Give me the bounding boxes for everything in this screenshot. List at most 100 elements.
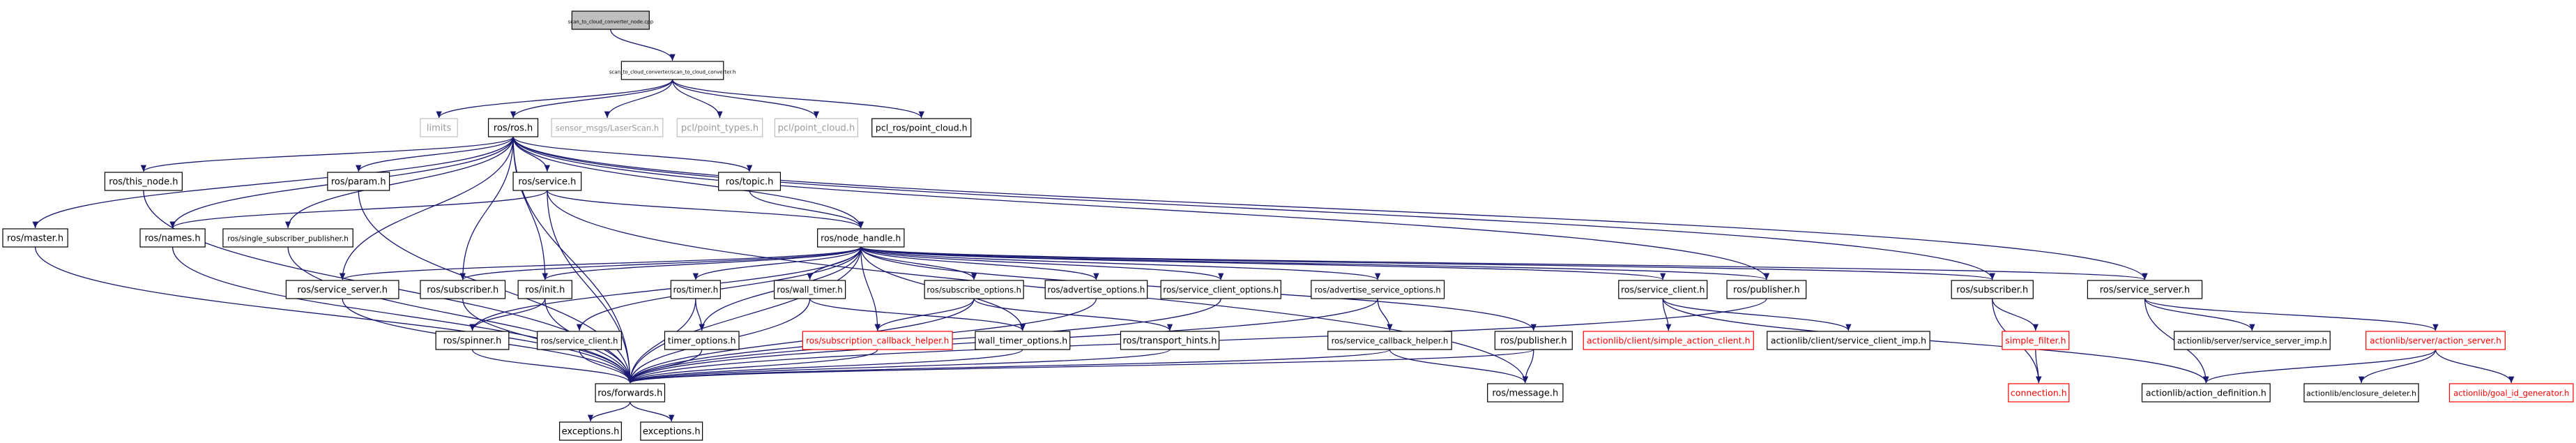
- node-param[interactable]: ros/param.h: [327, 172, 390, 191]
- node-forwards[interactable]: ros/forwards.h: [595, 383, 666, 403]
- node-pclcloud: pcl/point_cloud.h: [774, 118, 858, 137]
- node-label-forwards: ros/forwards.h: [597, 389, 662, 399]
- node-alenclosure[interactable]: actionlib/enclosure_deleter.h: [2303, 383, 2419, 403]
- node-alactiondef[interactable]: actionlib/action_definition.h: [2141, 383, 2271, 403]
- node-master[interactable]: ros/master.h: [2, 228, 68, 248]
- node-box-publisher: [1726, 280, 1807, 299]
- edge-rosh-to-ssp: [284, 136, 514, 229]
- node-subopts[interactable]: ros/subscribe_options.h: [924, 280, 1024, 299]
- node-label-spinner: ros/spinner.h: [443, 336, 502, 347]
- node-pcltypes: pcl/point_types.h: [676, 118, 763, 137]
- node-ssp[interactable]: ros/single_subscriber_publisher.h: [222, 228, 353, 248]
- node-rosh[interactable]: ros/ros.h: [487, 118, 539, 137]
- node-pclros[interactable]: pcl_ros/point_cloud.h: [871, 118, 972, 137]
- node-exc2[interactable]: exceptions.h: [640, 421, 703, 441]
- node-nh[interactable]: ros/node_handle.h: [817, 228, 905, 248]
- node-exc1[interactable]: exceptions.h: [559, 421, 622, 441]
- edge-alactionserver-to-alactiondef: [2203, 349, 2437, 384]
- node-message[interactable]: ros/message.h: [1487, 383, 1564, 403]
- edge-stc-to-laser: [604, 79, 673, 119]
- node-label-rosh: ros/ros.h: [494, 123, 533, 134]
- node-subcbhelper[interactable]: ros/subscription_callback_helper.h: [802, 331, 953, 350]
- node-label-timeropts: timer_options.h: [668, 336, 736, 346]
- node-service[interactable]: ros/service.h: [512, 172, 582, 191]
- node-box-advsvcopts: [1311, 280, 1445, 299]
- node-scopts[interactable]: ros/service_client_options.h: [1160, 280, 1281, 299]
- node-box-subscriber: [420, 280, 506, 299]
- node-subscriber[interactable]: ros/subscriber.h: [420, 280, 506, 299]
- node-box-exc2: [640, 421, 703, 441]
- node-label-param: ros/param.h: [331, 177, 386, 188]
- node-svcclient2[interactable]: ros/service_client.h: [537, 331, 622, 350]
- edge-nh-to-subopts: [860, 246, 977, 280]
- node-alsvcimp[interactable]: actionlib/client/service_client_imp.h: [1767, 331, 1930, 350]
- node-subscriber2[interactable]: ros/subscriber.h: [1951, 280, 2034, 299]
- node-box-laser: [551, 118, 664, 137]
- node-timer[interactable]: ros/timer.h: [670, 280, 721, 299]
- node-box-svcclient: [1618, 280, 1708, 299]
- edge-rosh-to-srvserver2: [512, 136, 2148, 280]
- node-publisher[interactable]: ros/publisher.h: [1726, 280, 1807, 299]
- node-topic[interactable]: ros/topic.h: [718, 172, 782, 191]
- edge-timer-to-forwards: [627, 298, 696, 384]
- edge-subopts-to-forwards: [627, 298, 975, 384]
- node-box-limits: [420, 118, 458, 137]
- edge-alactionserver-to-alenclosure: [2358, 349, 2437, 384]
- node-box-walltimeropts: [975, 331, 1071, 350]
- node-walltimeropts[interactable]: wall_timer_options.h: [975, 331, 1071, 350]
- edge-timer-to-timeropts: [695, 298, 705, 331]
- node-advsvcopts[interactable]: ros/advertise_service_options.h: [1311, 280, 1445, 299]
- edge-subopts-to-transport: [973, 298, 1173, 331]
- edge-subopts-to-subcbhelper: [874, 298, 975, 331]
- node-names[interactable]: ros/names.h: [139, 228, 206, 248]
- node-srvserver2[interactable]: ros/service_server.h: [2087, 280, 2203, 299]
- edge-rosh-to-thisnode: [140, 136, 514, 172]
- node-box-stc: [620, 61, 724, 80]
- edge-transport-to-forwards: [627, 349, 1171, 384]
- edge-srvserver2-to-alsrvimp: [2144, 298, 2255, 331]
- edge-svcclient-to-alsvcimp: [1662, 298, 1852, 331]
- edge-service-to-names: [169, 190, 548, 229]
- node-alsimple[interactable]: actionlib/client/simple_action_client.h: [1583, 331, 1754, 350]
- node-transport[interactable]: ros/transport_hints.h: [1120, 331, 1220, 350]
- node-walltimer[interactable]: ros/wall_timer.h: [773, 280, 846, 299]
- node-label-thisnode: ros/this_node.h: [109, 177, 178, 188]
- node-init[interactable]: ros/init.h: [517, 280, 572, 299]
- node-algoalid[interactable]: actionlib/goal_id_generator.h: [2448, 383, 2574, 403]
- edge-stc-to-pclcloud: [671, 79, 819, 119]
- node-box-nh: [817, 228, 905, 248]
- node-box-names: [139, 228, 206, 248]
- node-srvserver[interactable]: ros/service_server.h: [285, 280, 399, 299]
- node-connection[interactable]: connection.h: [2008, 383, 2070, 403]
- node-box-svccbhelper: [1327, 331, 1452, 350]
- node-label-transport: ros/transport_hints.h: [1122, 336, 1217, 347]
- node-box-publisher2: [1494, 331, 1573, 350]
- edge-rosh-to-publisher: [512, 136, 1769, 280]
- node-alactionserver[interactable]: actionlib/server/action_server.h: [2365, 331, 2506, 350]
- node-simplefilter[interactable]: simple_filter.h: [2002, 331, 2070, 350]
- edge-rosh-to-init: [512, 136, 548, 280]
- node-box-connection: [2008, 383, 2070, 403]
- node-timeropts[interactable]: timer_options.h: [664, 331, 740, 350]
- node-label-advsvcopts: ros/advertise_service_options.h: [1315, 285, 1441, 295]
- node-thisnode[interactable]: ros/this_node.h: [104, 172, 183, 191]
- edge-subscriber2-to-simplefilter: [1992, 298, 2039, 331]
- node-stc[interactable]: scan_to_cloud_converter/scan_to_cloud_co…: [609, 61, 736, 80]
- node-box-topic: [718, 172, 782, 191]
- node-laser: sensor_msgs/LaserScan.h: [551, 118, 664, 137]
- node-alsrvimp[interactable]: actionlib/server/service_server_imp.h: [2174, 331, 2331, 350]
- node-label-subcbhelper: ros/subscription_callback_helper.h: [806, 336, 949, 346]
- node-publisher2[interactable]: ros/publisher.h: [1494, 331, 1573, 350]
- node-label-alsvcimp: actionlib/client/service_client_imp.h: [1771, 336, 1926, 346]
- node-advopts[interactable]: ros/advertise_options.h: [1044, 280, 1148, 299]
- node-spinner[interactable]: ros/spinner.h: [435, 331, 510, 350]
- node-svcclient[interactable]: ros/service_client.h: [1618, 280, 1708, 299]
- node-label-pclcloud: pcl/point_cloud.h: [778, 123, 855, 134]
- edge-rosh-to-param: [356, 136, 514, 172]
- node-box-master: [2, 228, 68, 248]
- node-svccbhelper[interactable]: ros/service_callback_helper.h: [1327, 331, 1452, 350]
- node-label-subscriber: ros/subscriber.h: [427, 285, 498, 296]
- node-box-thisnode: [104, 172, 183, 191]
- node-box-simplefilter: [2002, 331, 2070, 350]
- edge-advsvcopts-to-svccbhelper: [1377, 298, 1393, 331]
